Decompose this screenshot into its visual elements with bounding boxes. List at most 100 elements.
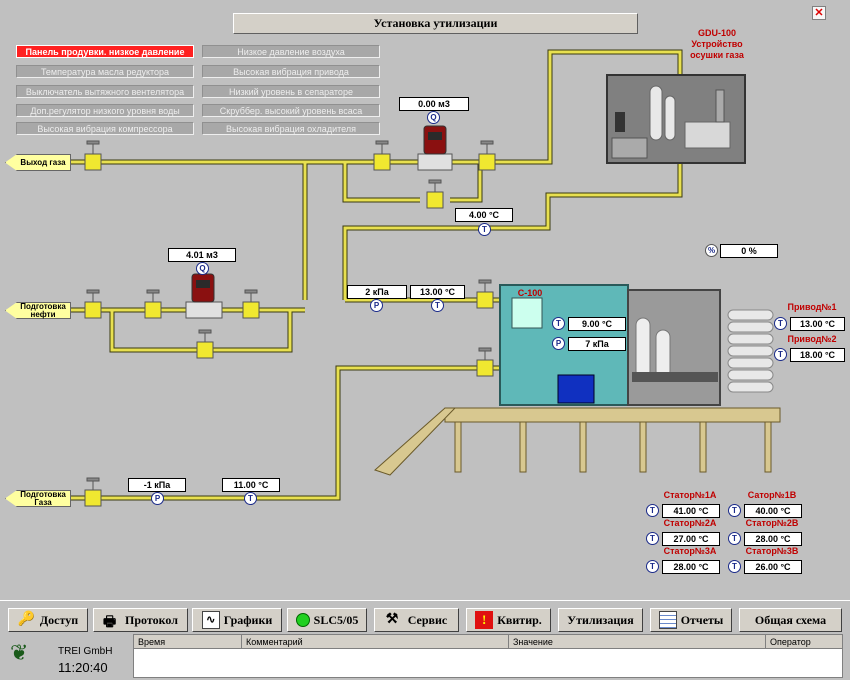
- company-logo-block: ❦ TREI GmbH 11:20:40: [6, 636, 130, 678]
- overview-button[interactable]: Общая схема: [739, 608, 842, 632]
- source-gas-out: Выход газа: [5, 154, 71, 171]
- alarm-scrubber-high-level[interactable]: Скруббер. высокий уровень всаса: [202, 104, 380, 117]
- flow-left-value: 4.01 м3: [168, 248, 236, 262]
- compressor-temp-value: 9.00 °C: [568, 317, 626, 331]
- chart-icon: ∿: [201, 611, 220, 629]
- stator-3b-value: 26.00 °C: [744, 560, 802, 574]
- access-button[interactable]: 🔑Доступ: [8, 608, 88, 632]
- stator-1a-sensor[interactable]: T: [646, 504, 659, 517]
- gas-pressure-sensor[interactable]: P: [151, 492, 164, 505]
- flow-top-sensor[interactable]: Q: [427, 111, 440, 124]
- valve-oil-3: [242, 289, 260, 319]
- company-name: TREI GmbH: [58, 646, 113, 657]
- valve-gas-prep: [84, 477, 102, 507]
- stator-2a-value: 27.00 °C: [662, 532, 720, 546]
- alarm-exhaust-fan-switch[interactable]: Выключатель вытяжного вентелятора: [16, 85, 194, 98]
- process-diagram: [70, 49, 781, 507]
- compressor-unit: [499, 284, 774, 406]
- gas-temp-sensor[interactable]: T: [244, 492, 257, 505]
- valve-oil-2: [144, 289, 162, 319]
- flow-left-sensor[interactable]: Q: [196, 262, 209, 275]
- gas-temp-value: 11.00 °C: [222, 478, 280, 492]
- compressor-pressure-value: 7 кПа: [568, 337, 626, 351]
- stator-3a-sensor[interactable]: T: [646, 560, 659, 573]
- stator-1b-label: Сатор№1В: [747, 490, 797, 500]
- pine-branch-icon: ❦: [10, 640, 29, 665]
- alarm-burst-icon: !: [475, 611, 494, 629]
- compressor-temp-sensor[interactable]: T: [552, 317, 565, 330]
- protocol-button[interactable]: 🖶Протокол: [93, 608, 188, 632]
- tools-icon: ⚒: [385, 612, 399, 627]
- inlet-temp-value: 13.00 °C: [410, 285, 465, 299]
- platform: [374, 407, 781, 476]
- flow-meter-left: [185, 273, 223, 319]
- slc-button[interactable]: SLC5/05: [287, 608, 367, 632]
- inlet-pressure-value: 2 кПа: [347, 285, 407, 299]
- valve-gas-out: [84, 140, 102, 171]
- col-comment[interactable]: Комментарий: [242, 635, 509, 648]
- valve-oil-bypass: [196, 329, 214, 359]
- graphs-button[interactable]: ∿Графики: [192, 608, 282, 632]
- stator-2b-label: Статор№2В: [745, 518, 799, 528]
- drive1-sensor[interactable]: T: [774, 317, 787, 330]
- stator-2a-label: Статор№2А: [663, 518, 717, 528]
- alarm-water-level-regulator[interactable]: Доп.регулятор низкого уровня воды: [16, 104, 194, 117]
- gdu-temp-value: 4.00 °C: [455, 208, 513, 222]
- status-led-icon: [295, 613, 310, 627]
- percent-value: 0 %: [720, 244, 778, 258]
- valve-oil-1: [84, 289, 102, 319]
- stator-1a-value: 41.00 °C: [662, 504, 720, 518]
- valve-comp-gas: [476, 347, 494, 377]
- acknowledge-button[interactable]: !Квитир.: [466, 608, 551, 632]
- printer-icon: 🖶: [103, 615, 117, 630]
- gdu-unit: [606, 74, 746, 164]
- alarm-low-air-pressure[interactable]: Низкое давление воздуха: [202, 45, 380, 58]
- drive2-sensor[interactable]: T: [774, 348, 787, 361]
- source-oil-prep: Подготовка нефти: [5, 302, 71, 319]
- clock: 11:20:40: [58, 660, 108, 675]
- compressor-label: C-100: [517, 288, 543, 298]
- stator-1b-value: 40.00 °C: [744, 504, 802, 518]
- alarm-drive-vibration[interactable]: Высокая вибрация привода: [202, 65, 380, 78]
- service-button[interactable]: ⚒Сервис: [374, 608, 459, 632]
- valve-top-1: [373, 140, 391, 171]
- stator-3b-label: Статор№3В: [745, 546, 799, 556]
- close-icon[interactable]: ✕: [812, 6, 826, 20]
- utilization-button[interactable]: Утилизация: [558, 608, 643, 632]
- reports-button[interactable]: Отчеты: [650, 608, 732, 632]
- col-operator[interactable]: Оператор: [770, 636, 811, 647]
- drive1-label: Привод№1: [787, 302, 837, 312]
- alarm-gearbox-oil-temp[interactable]: Температура масла редуктора: [16, 65, 194, 78]
- stator-3a-value: 28.00 °C: [662, 560, 720, 574]
- stator-1b-sensor[interactable]: T: [728, 504, 741, 517]
- stator-3a-label: Статор№3А: [663, 546, 717, 556]
- drive2-value: 18.00 °C: [790, 348, 845, 362]
- key-icon: 🔑: [17, 612, 36, 627]
- stator-2a-sensor[interactable]: T: [646, 532, 659, 545]
- event-table[interactable]: Время Комментарий Значение Оператор: [133, 634, 843, 678]
- drive2-label: Привод№2: [787, 334, 837, 344]
- flow-top-value: 0.00 м3: [399, 97, 469, 111]
- stator-2b-sensor[interactable]: T: [728, 532, 741, 545]
- gdu-temp-sensor[interactable]: T: [478, 223, 491, 236]
- compressor-pressure-sensor[interactable]: P: [552, 337, 565, 350]
- col-value[interactable]: Значение: [509, 635, 766, 648]
- alarm-separator-low-level[interactable]: Низкий уровень в сепараторе: [202, 85, 380, 98]
- valve-bypass-top: [426, 179, 444, 209]
- percent-sensor[interactable]: %: [705, 244, 718, 257]
- flow-meter-top: [417, 125, 453, 171]
- window-title: Установка утилизации: [233, 13, 638, 34]
- alarm-purge-low-pressure[interactable]: Панель продувки. низкое давление: [16, 45, 194, 58]
- col-time[interactable]: Время: [134, 635, 242, 648]
- drive1-value: 13.00 °C: [790, 317, 845, 331]
- source-gas-prep: Подготовка Газа: [5, 490, 71, 507]
- inlet-temp-sensor[interactable]: T: [431, 299, 444, 312]
- alarm-compressor-vibration[interactable]: Высокая вибрация компрессора: [16, 122, 194, 135]
- valve-comp-in: [476, 279, 494, 309]
- stator-3b-sensor[interactable]: T: [728, 560, 741, 573]
- stator-2b-value: 28.00 °C: [744, 532, 802, 546]
- alarm-cooler-vibration[interactable]: Высокая вибрация охладителя: [202, 122, 380, 135]
- inlet-pressure-sensor[interactable]: P: [370, 299, 383, 312]
- table-icon: [658, 611, 677, 629]
